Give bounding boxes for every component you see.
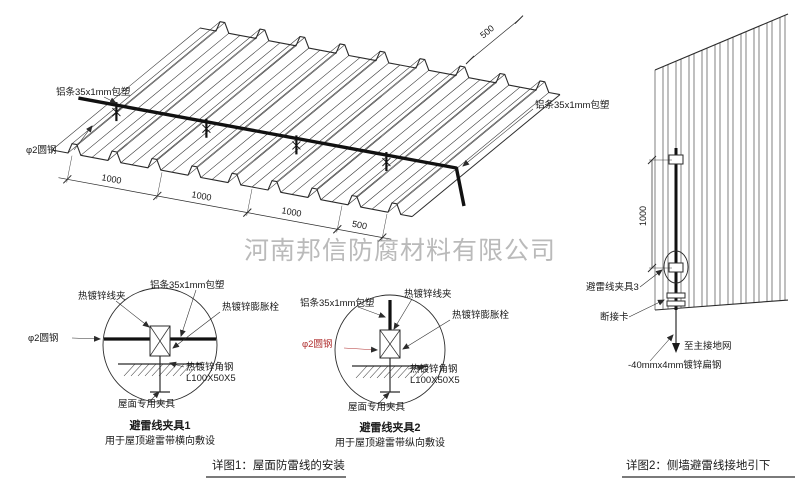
leader-line (343, 346, 378, 353)
leader-line (115, 300, 150, 328)
down-arrow (672, 343, 680, 353)
leader-line (73, 125, 93, 151)
detail2-roof-clamp-label: 屋面专用夹具 (348, 401, 406, 413)
detail1-circle (102, 287, 218, 403)
roof-edge-dim-label: 500 (478, 23, 496, 40)
leader-line (147, 391, 160, 404)
detail2-strip-label: 铝条35x1mm包塑 (300, 297, 375, 309)
edge-dim-line (469, 19, 520, 61)
detail1-subtitle: 用于屋顶避雷带横向敷设 (105, 434, 215, 447)
dim-tick (514, 15, 524, 24)
leader-line (649, 334, 674, 362)
detail2-angle-spec-label: L100X50X5 (410, 375, 460, 386)
detail2-clamp-label: 热镀锌线夹 (404, 288, 452, 300)
clamp-highlight (663, 250, 689, 284)
detail1-angle-spec-label: L100X50X5 (186, 373, 236, 384)
detail2-angle-label: 热镀锌角钢 (410, 363, 458, 375)
leader-line (462, 108, 534, 167)
company-watermark: 河南邦信防腐材料有限公司 (244, 237, 556, 265)
captions: 详图1：屋面防雷线的安装 详图2：侧墙避雷线接地引下 (206, 458, 795, 478)
detail1-clamp-label: 热镀锌线夹 (78, 290, 126, 302)
leader-line (639, 269, 663, 288)
detail2-title: 避雷线夹具2 (359, 420, 420, 434)
wall-clamp (668, 154, 684, 165)
roof-dim-label: 500 (351, 219, 368, 232)
caption-detail1: 详图1：屋面防雷线的安装 (212, 458, 345, 472)
leader-line (103, 96, 117, 104)
wall-disconnect-label: 断接卡 (600, 311, 629, 323)
wall-clamp3-label: 避雷线夹具3 (586, 281, 639, 293)
roof-dim-label: 1000 (191, 189, 213, 202)
dim-tick (465, 55, 475, 65)
leader-line (402, 319, 451, 350)
detail1-strip-label: 铝条35x1mm包塑 (150, 279, 225, 291)
roof-annotations: 铝条35x1mm包塑 φ2圆钢 铝条35x1mm包塑 1000 1000 100… (26, 15, 610, 232)
leader-line (628, 299, 665, 318)
wall-clamp (668, 262, 684, 273)
roof-dimension-lines (58, 155, 392, 242)
roof-round-steel-label: φ2圆钢 (26, 144, 56, 156)
wall-view: 1000 避雷线夹具3 断接卡 至主接地网 -40mmx4mm镀锌扁钢 (586, 148, 732, 371)
detail1-roof-clamp-label: 屋面专用夹具 (118, 398, 176, 410)
disconnect-card (666, 300, 686, 307)
leader-line (393, 298, 413, 330)
leader-line (377, 392, 390, 405)
detail2-circle (334, 294, 446, 406)
detail1-round-steel-label: φ2圆钢 (28, 332, 58, 344)
leader-line (172, 311, 221, 349)
detail2-subtitle: 用于屋顶避雷带纵向敷设 (335, 436, 445, 449)
detail2-bolt-label: 热镀锌膨胀栓 (452, 309, 510, 321)
wall-dim-label: 1000 (638, 206, 648, 226)
detail1-view: 热镀锌线夹 铝条35x1mm包塑 热镀锌膨胀栓 φ2圆钢 热镀锌角钢 L100X… (28, 279, 280, 447)
detail2-round-steel-label: φ2圆钢 (302, 338, 332, 350)
wall-flat-steel-label: -40mmx4mm镀锌扁钢 (628, 359, 721, 371)
roof-dim-label: 1000 (101, 172, 123, 185)
detail2-view: 铝条35x1mm包塑 热镀锌线夹 热镀锌膨胀栓 φ2圆钢 热镀锌角钢 L100X… (300, 288, 510, 449)
detail1-bolt-label: 热镀锌膨胀栓 (222, 301, 280, 313)
corrugated-wall-panel (654, 13, 789, 311)
detail1-title: 避雷线夹具1 (129, 418, 190, 432)
leader-line (71, 335, 101, 342)
disconnect-card (666, 292, 686, 299)
wall-to-ground-label: 至主接地网 (684, 340, 732, 352)
roof-strip-label: 铝条35x1mm包塑 (56, 86, 131, 98)
detail1-angle-label: 热镀锌角钢 (186, 361, 234, 373)
leader-line (407, 364, 425, 371)
leader-line (169, 361, 185, 368)
leader-line (357, 306, 386, 318)
corrugated-roof-sheet (51, 21, 561, 218)
caption-detail2: 详图2：侧墙避雷线接地引下 (626, 458, 770, 472)
lightning-wire (78, 96, 466, 207)
roof-strip-right-label: 铝条35x1mm包塑 (535, 99, 610, 111)
roof-dim-label: 1000 (281, 205, 303, 218)
leader-line (180, 289, 197, 337)
